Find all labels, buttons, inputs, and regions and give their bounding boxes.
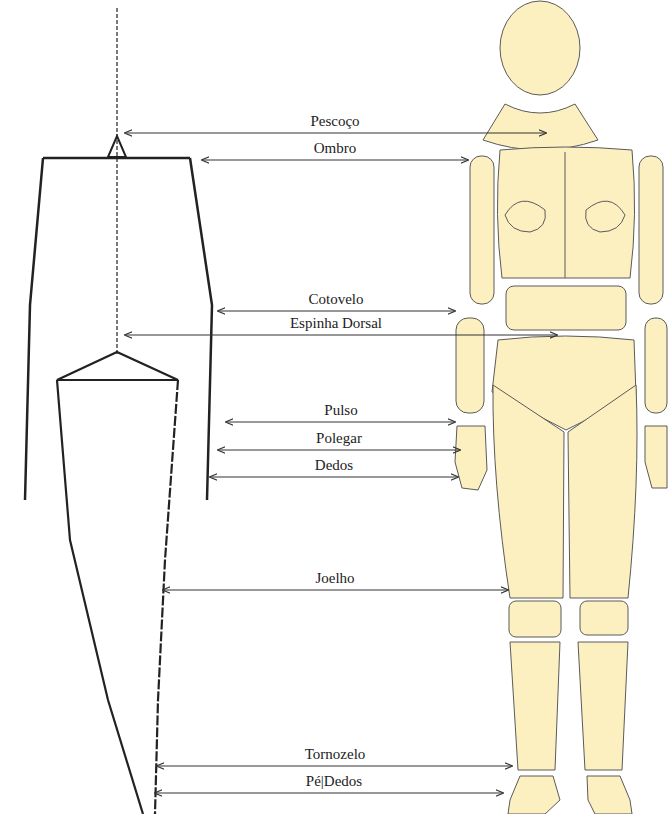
- body-shape: [645, 318, 667, 413]
- body-part-label: Cotovelo: [307, 291, 366, 307]
- body-shape: [505, 201, 545, 232]
- body-shape: [580, 601, 628, 635]
- body-part-label: Pescoço: [308, 113, 361, 129]
- body-shape: [155, 380, 178, 814]
- body-shape: [493, 385, 564, 598]
- leader-arrow: [210, 477, 458, 478]
- body-shape: [456, 318, 484, 413]
- leader-arrow: [125, 133, 546, 134]
- leader-arrow: [155, 793, 503, 794]
- body-shape: [506, 286, 626, 330]
- body-shape: [57, 380, 143, 814]
- body-shape: [43, 157, 190, 160]
- leader-arrow: [218, 450, 460, 451]
- body-shape: [645, 426, 667, 488]
- body-part-label: Joelho: [313, 570, 356, 586]
- body-part-label: Polegar: [314, 430, 364, 446]
- body-shape: [508, 776, 560, 814]
- body-shape: [587, 776, 632, 814]
- body-shape: [190, 158, 212, 500]
- body-shape: [455, 426, 487, 490]
- leader-arrow: [218, 311, 455, 312]
- leader-arrow: [116, 8, 117, 355]
- body-part-label: Ombro: [312, 140, 359, 156]
- body-part-label: Dedos: [313, 457, 355, 473]
- body-shape: [25, 158, 43, 500]
- body-shape: [108, 136, 126, 157]
- body-shape: [578, 642, 628, 770]
- leader-arrow: [226, 422, 455, 423]
- body-shape: [509, 601, 561, 637]
- body-part-label: Pulso: [322, 402, 359, 418]
- body-part-label: Espinha Dorsal: [288, 315, 384, 331]
- body-part-label: Pé|Dedos: [304, 773, 364, 789]
- body-shape: [568, 385, 637, 598]
- body-shape: [639, 156, 663, 304]
- leader-arrow: [202, 160, 468, 161]
- leader-arrow: [157, 766, 512, 767]
- body-shape: [497, 147, 634, 278]
- body-part-label: Tornozelo: [303, 746, 368, 762]
- body-shape: [500, 1, 580, 95]
- body-shape: [586, 201, 625, 232]
- body-shape: [510, 642, 560, 770]
- body-shape: [57, 352, 178, 380]
- leader-arrow: [125, 335, 557, 336]
- body-shape: [483, 104, 598, 150]
- body-shape: [470, 156, 494, 304]
- body-shape: [565, 152, 566, 278]
- leader-arrow: [163, 590, 508, 591]
